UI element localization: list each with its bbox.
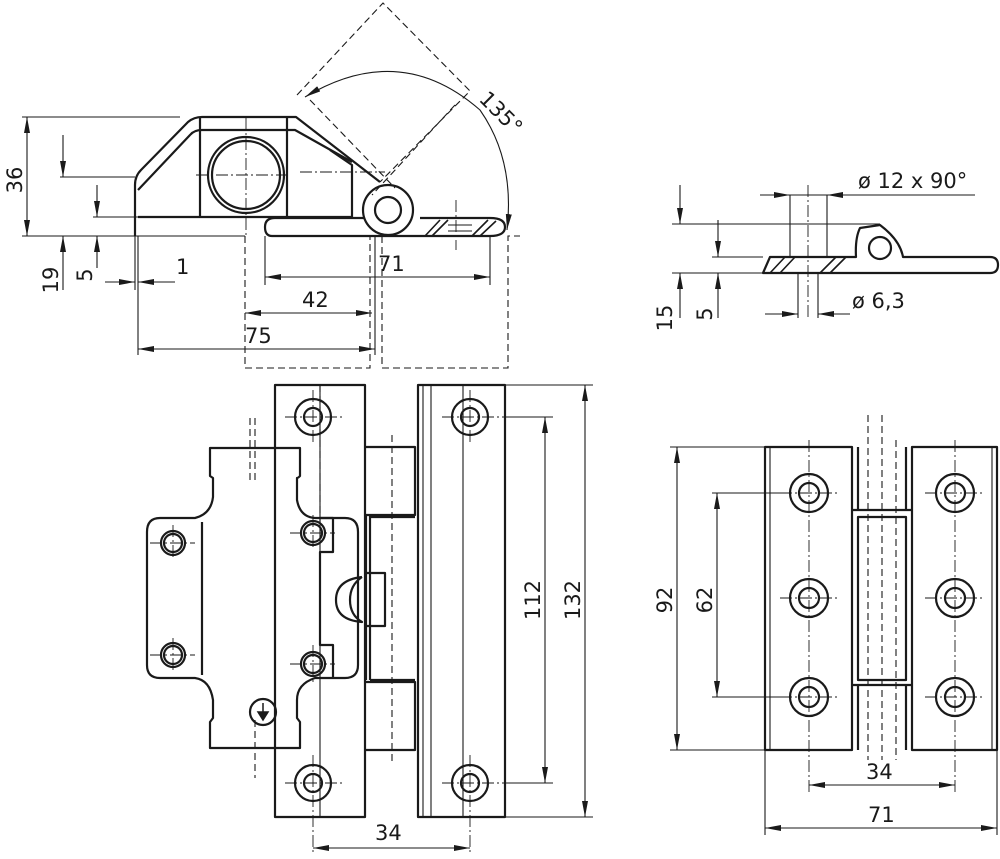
dim-92-label: 92 [653,587,677,614]
leaf-front-view: 92 62 34 71 [653,415,999,835]
direction-arrow-icon [248,697,278,727]
opened-leaf-outline [296,2,471,196]
leaf-screw-holes [780,440,985,795]
dim-132-label: 132 [561,580,585,620]
dim-5-label: 5 [693,307,717,320]
leaf-section-view: ø 12 x 90° ø 6,3 15 5 [653,169,1000,332]
front-view: 112 132 34 [145,383,593,855]
dim-75-label: 75 [245,324,272,348]
pin-hole [867,235,893,261]
knuckle [364,445,417,752]
dim-15-label: 15 [653,305,677,332]
latch [334,571,387,628]
dim-34-label: 34 [866,760,893,784]
dim-42-label: 42 [302,288,329,312]
dim-5-label: 5 [73,268,97,281]
hatched-section [424,219,497,237]
dim-36-label: 36 [3,167,27,194]
lock-housing-outline [145,446,360,750]
countersink-label: ø 12 x 90° [858,169,967,193]
leaf-plate [263,216,507,238]
right-leaf [416,383,507,819]
dim-34-label: 34 [375,821,402,845]
dim-1-label: 1 [176,255,189,279]
side-view: 36 19 5 1 71 42 75 135° [3,2,527,369]
angle-arc [304,70,512,231]
dim-71-label: 71 [378,252,405,276]
leaf-section-outline [761,223,1000,275]
screw-holes [150,390,510,855]
hole-diameter-label: ø 6,3 [852,289,905,313]
dim-62-label: 62 [693,587,717,614]
dim-112-label: 112 [521,580,545,620]
knuckle-circle [361,183,415,237]
dim-71-label: 71 [868,803,895,827]
dim-19-label: 19 [39,267,63,294]
